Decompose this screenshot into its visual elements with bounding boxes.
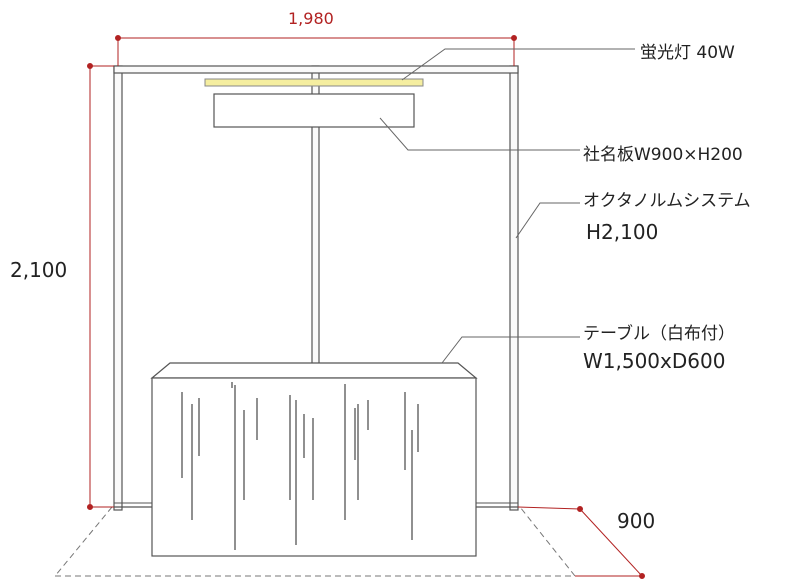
depth-dimension-label: 900 xyxy=(617,509,656,533)
height-dimension-line xyxy=(87,63,114,510)
system-height-label: H2,100 xyxy=(586,220,659,244)
table-with-cloth xyxy=(150,362,478,557)
table-size-label: W1,500xD600 xyxy=(583,349,726,373)
left-post xyxy=(113,65,123,511)
company-signboard xyxy=(213,93,415,128)
light-leader xyxy=(401,48,635,81)
signboard-label: 社名板W900×H200 xyxy=(583,145,743,165)
table-name-label: テーブル（白布付） xyxy=(583,324,735,344)
depth-dimension-line xyxy=(517,506,645,579)
height-dimension-label: 2,100 xyxy=(10,258,68,282)
cloth-folds xyxy=(181,382,419,550)
system-leader xyxy=(515,202,580,239)
light-label: 蛍光灯 40W xyxy=(640,43,735,63)
width-dimension-label: 1,980 xyxy=(288,9,334,28)
fluorescent-light xyxy=(204,78,424,87)
right-post xyxy=(509,65,519,511)
floor-outline xyxy=(54,506,576,577)
top-beam xyxy=(113,65,519,74)
leader-lines xyxy=(379,48,635,364)
table-leader xyxy=(441,336,580,364)
width-dimension-line xyxy=(115,35,517,66)
system-name-label: オクタノルムシステム xyxy=(583,191,751,211)
signboard-leader xyxy=(379,117,580,151)
